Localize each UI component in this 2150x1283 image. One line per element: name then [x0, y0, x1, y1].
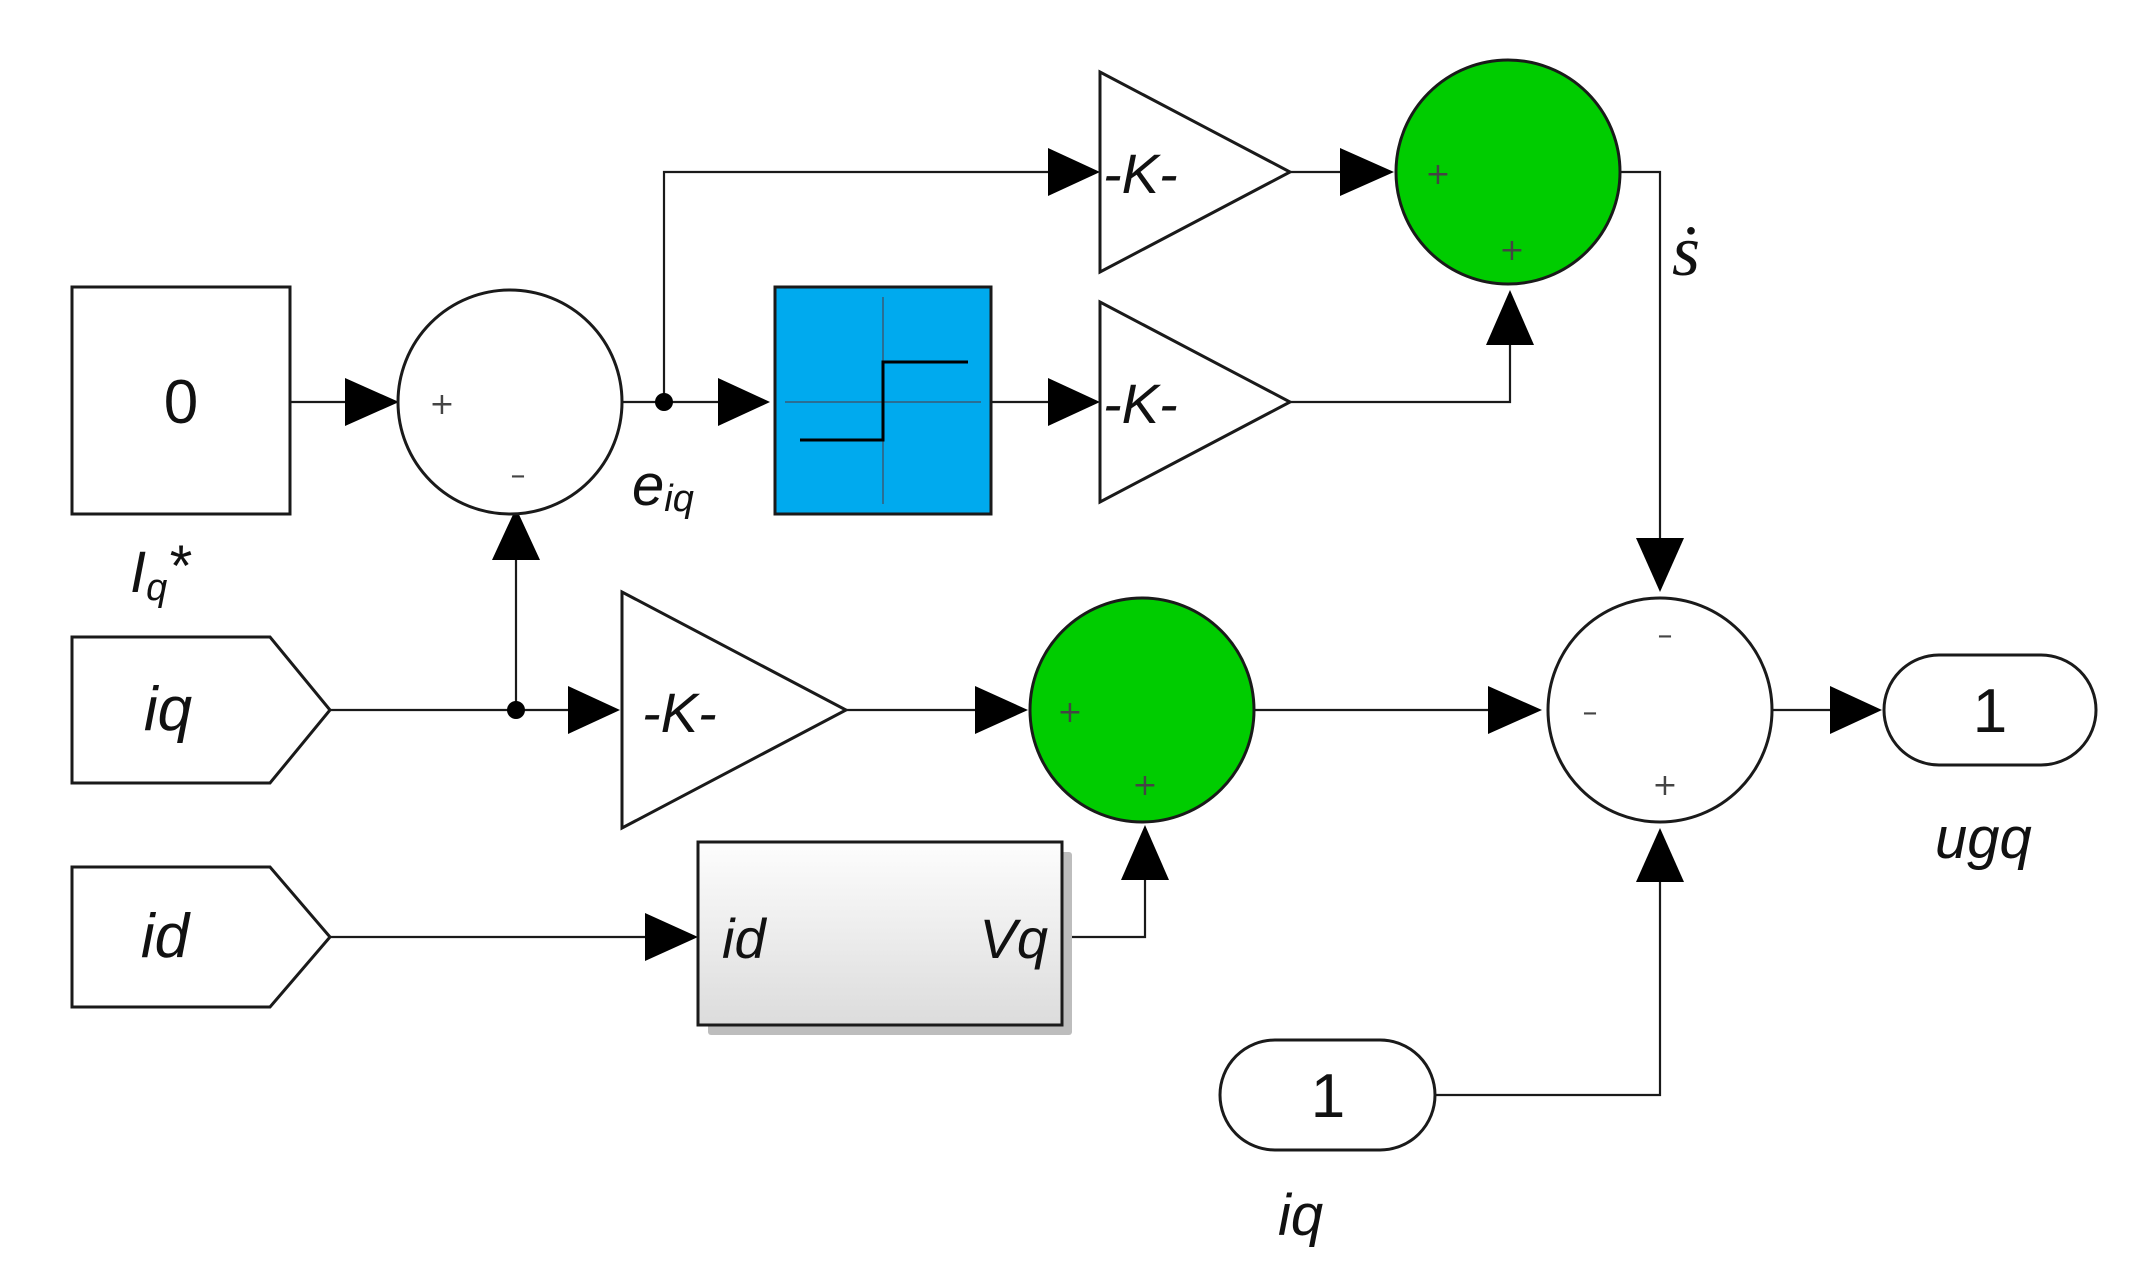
arrowhead	[975, 686, 1028, 734]
vq-subsystem-block[interactable]: id Vq	[696, 840, 1072, 1035]
arrowhead	[1488, 686, 1542, 734]
arrowhead	[1830, 686, 1882, 734]
sign-function-block[interactable]	[773, 285, 993, 516]
goto-tag-label: id	[141, 902, 192, 971]
sum-sign: –	[1583, 695, 1598, 730]
ugq-outport[interactable]: 1	[1882, 653, 2098, 767]
outport-number: 1	[1973, 677, 2007, 746]
iq-goto-tag[interactable]: iq	[70, 635, 332, 785]
gain-value: -K-	[1103, 372, 1178, 435]
gain-value: -K-	[1103, 142, 1178, 205]
arrowhead	[1048, 378, 1100, 426]
arrowhead	[1121, 825, 1169, 880]
sum-sign: +	[1132, 768, 1157, 803]
error-label: eiq	[632, 453, 694, 520]
sum-sign: +	[429, 387, 454, 422]
arrowhead	[345, 378, 399, 426]
sum-sign: –	[511, 458, 526, 493]
top-green-sum-block[interactable]: + +	[1394, 58, 1622, 286]
sum-sign: +	[1499, 233, 1524, 268]
wire-arrowheads	[345, 148, 1882, 961]
gain-value: -K-	[642, 681, 717, 744]
iq-reference-label: Iq*	[130, 534, 192, 609]
s-dot-label: ṡ	[1672, 211, 1700, 291]
sum-sign: –	[1658, 618, 1673, 653]
gain-block-lower[interactable]: -K-	[620, 589, 850, 831]
constant-value: 0	[164, 368, 198, 437]
arrowhead	[718, 378, 770, 426]
signal-wires	[290, 170, 1830, 1097]
sign-curve	[800, 360, 968, 442]
gain-block-sign[interactable]: -K-	[1098, 299, 1294, 505]
iq-inport[interactable]: 1	[1218, 1038, 1437, 1152]
wire-second-gain-to-sum	[1290, 345, 1512, 404]
wire-branch-to-top-gain	[662, 170, 1048, 402]
arrowhead	[1636, 538, 1684, 592]
arrowhead	[1048, 148, 1100, 196]
id-goto-tag[interactable]: id	[70, 865, 332, 1009]
subsystem-input-port: id	[722, 907, 767, 970]
branch-point-error	[655, 393, 673, 411]
wire-subsystem-to-mid-sum	[1067, 880, 1147, 939]
sum-sign: +	[1652, 768, 1677, 803]
sum-sign: +	[1425, 157, 1450, 192]
wire-sdot-to-final-sum	[1620, 170, 1662, 538]
gain-block-top[interactable]: -K-	[1098, 69, 1294, 275]
arrowhead	[1636, 828, 1684, 882]
inport-number: 1	[1311, 1062, 1345, 1131]
branch-point-iq	[507, 701, 525, 719]
constant-block[interactable]: 0	[70, 285, 292, 516]
arrowhead	[645, 913, 698, 961]
iq-inport-label: iq	[1278, 1183, 1323, 1248]
final-sum-block[interactable]: – – +	[1546, 596, 1774, 824]
error-sum-block[interactable]: + –	[396, 288, 624, 516]
ugq-label: ugq	[1935, 806, 2032, 871]
subsystem-output-port: Vq	[980, 907, 1049, 970]
wire-inport-to-final-sum	[1435, 882, 1662, 1097]
arrowhead	[492, 508, 540, 560]
arrowhead	[568, 686, 620, 734]
sum-sign: +	[1057, 695, 1082, 730]
mid-green-sum-block[interactable]: + +	[1028, 596, 1256, 824]
arrowhead	[1340, 148, 1394, 196]
arrowhead	[1486, 290, 1534, 345]
goto-tag-label: iq	[144, 675, 193, 744]
